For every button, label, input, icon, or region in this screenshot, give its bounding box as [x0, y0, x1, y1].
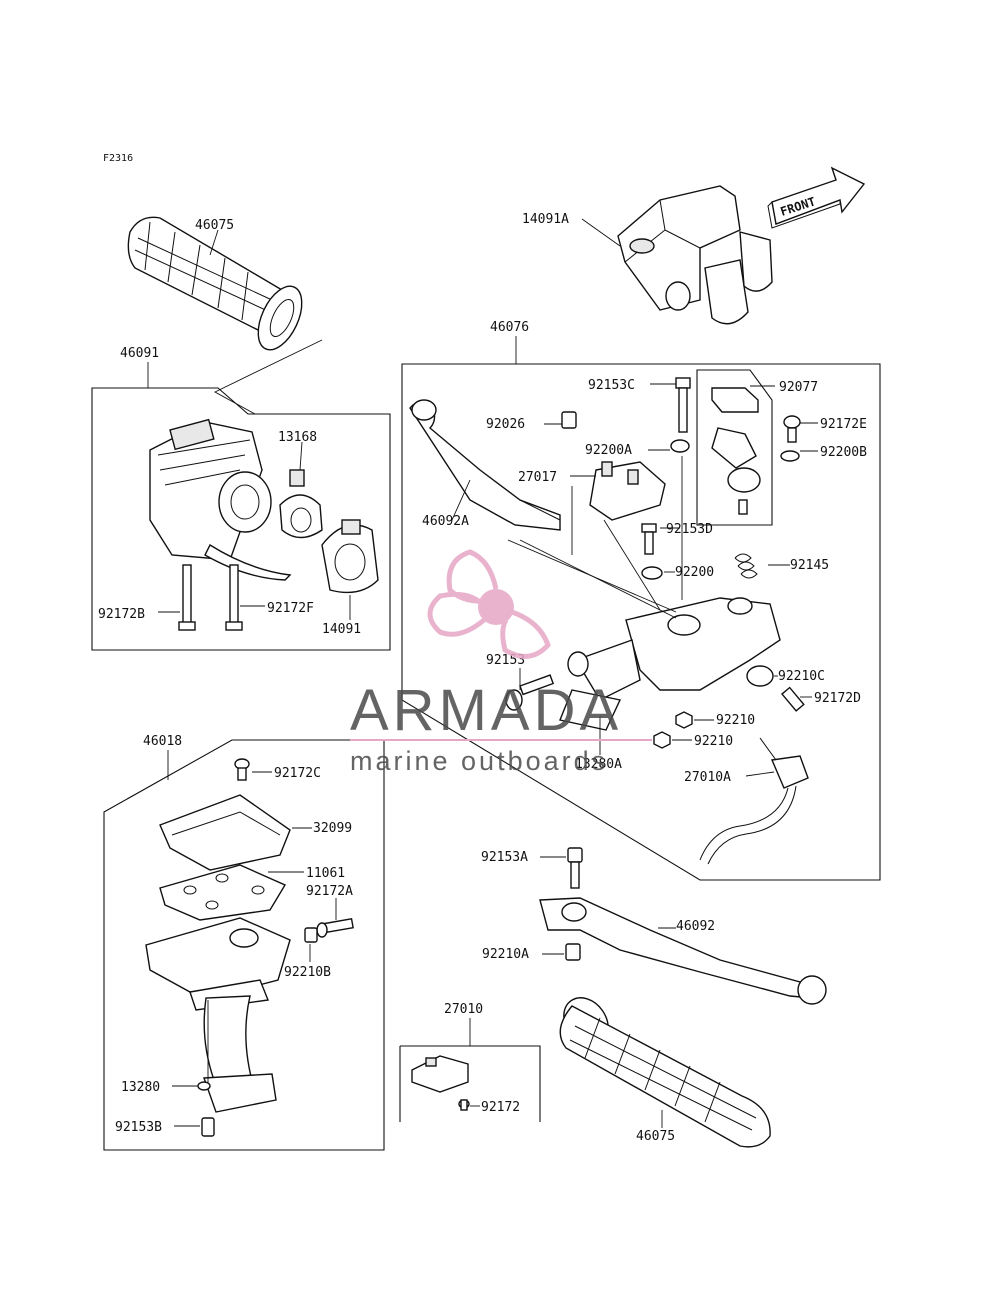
grip-bottom-icon — [559, 997, 771, 1148]
label-13280A: 13280A — [575, 757, 622, 772]
screw-92172D-icon — [781, 686, 805, 712]
label-92172: 92172 — [481, 1100, 520, 1115]
bolt-92153A-icon — [567, 847, 583, 889]
label-92200A: 92200A — [585, 443, 632, 458]
screw-92172-icon — [458, 1099, 470, 1111]
diagram-code: F2316 — [103, 153, 133, 164]
label-13280: 13280 — [121, 1080, 160, 1095]
grip-top-icon — [127, 216, 303, 351]
label-46092: 46092 — [676, 919, 715, 934]
watermark-brand: ARMADA — [350, 678, 622, 743]
nut-92210-upper-icon — [675, 711, 693, 729]
cap-92026-icon — [561, 411, 577, 429]
label-14091A: 14091A — [522, 212, 569, 227]
label-46018: 46018 — [143, 734, 182, 749]
cap-92210C-icon — [746, 665, 774, 687]
label-14091: 14091 — [322, 622, 361, 637]
nut-92210A-icon — [565, 943, 581, 961]
brake-lever-46092A-icon — [409, 399, 561, 531]
bolt-92153C-icon — [675, 377, 691, 433]
label-46076: 46076 — [490, 320, 529, 335]
nut-92210-lower-icon — [653, 731, 671, 749]
bolt-92153-icon — [505, 674, 555, 711]
label-27010A: 27010A — [684, 770, 731, 785]
bolt-13280-icon — [197, 1081, 211, 1091]
bolt-92153B-icon — [201, 1117, 215, 1137]
master-cylinder-body-icon — [559, 597, 781, 731]
screw-92172C-icon — [234, 758, 250, 781]
bolt-92172F-icon — [225, 564, 243, 631]
switch-92077-icon — [711, 387, 761, 515]
label-92210C: 92210C — [778, 669, 825, 684]
screw-92172E-icon — [783, 415, 801, 443]
label-92210-upper: 92210 — [716, 713, 755, 728]
label-27017: 27017 — [518, 470, 557, 485]
label-92145: 92145 — [790, 558, 829, 573]
throttle-housing-14091-icon — [321, 519, 379, 594]
label-92153B: 92153B — [115, 1120, 162, 1135]
brake-switch-27010A-icon — [699, 737, 809, 865]
reservoir-body-icon — [145, 917, 291, 1113]
screw-92172A-icon — [316, 917, 354, 938]
pivot-27017-icon — [589, 461, 666, 521]
master-cylinder-cover-icon — [617, 185, 773, 325]
label-92210A: 92210A — [482, 947, 529, 962]
label-92153A: 92153A — [481, 850, 528, 865]
clamp-13168-icon — [279, 469, 323, 539]
label-92200B: 92200B — [820, 445, 867, 460]
label-92172D: 92172D — [814, 691, 861, 706]
brake-lever-46092-icon — [539, 897, 827, 1005]
washer-92200B-icon — [780, 450, 800, 462]
reservoir-cap-32099-icon — [159, 794, 291, 871]
label-92077: 92077 — [779, 380, 818, 395]
label-27010: 27010 — [444, 1002, 483, 1017]
label-92210-lower: 92210 — [694, 734, 733, 749]
label-92210B: 92210B — [284, 965, 331, 980]
label-92172C: 92172C — [274, 766, 321, 781]
label-92172B: 92172B — [98, 607, 145, 622]
watermark-tagline: marine outboards — [350, 746, 608, 776]
spring-92145-icon — [734, 553, 758, 579]
label-92200: 92200 — [675, 565, 714, 580]
label-92153C: 92153C — [588, 378, 635, 393]
diaphragm-11061-icon — [159, 864, 287, 921]
washer-92200A-icon — [670, 439, 690, 453]
label-92172E: 92172E — [820, 417, 867, 432]
label-92153D: 92153D — [666, 522, 713, 537]
label-92026: 92026 — [486, 417, 525, 432]
armada-logo-icon — [427, 549, 551, 659]
label-92172A: 92172A — [306, 884, 353, 899]
label-11061: 11061 — [306, 866, 345, 881]
label-46075-top: 46075 — [195, 218, 234, 233]
bolt-92153D-icon — [641, 523, 657, 555]
nut-92210B-icon — [304, 927, 318, 943]
switch-27010-icon — [411, 1055, 469, 1093]
label-46075-bottom: 46075 — [636, 1129, 675, 1144]
washer-92200-icon — [641, 566, 663, 580]
label-32099: 32099 — [313, 821, 352, 836]
label-92172F: 92172F — [267, 601, 314, 616]
front-arrow-icon: FRONT — [767, 166, 866, 229]
label-13168: 13168 — [278, 430, 317, 445]
switch-housing-icon — [149, 418, 292, 581]
label-46092A: 46092A — [422, 514, 469, 529]
bolt-92172B-icon — [178, 564, 196, 631]
label-46091: 46091 — [120, 346, 159, 361]
